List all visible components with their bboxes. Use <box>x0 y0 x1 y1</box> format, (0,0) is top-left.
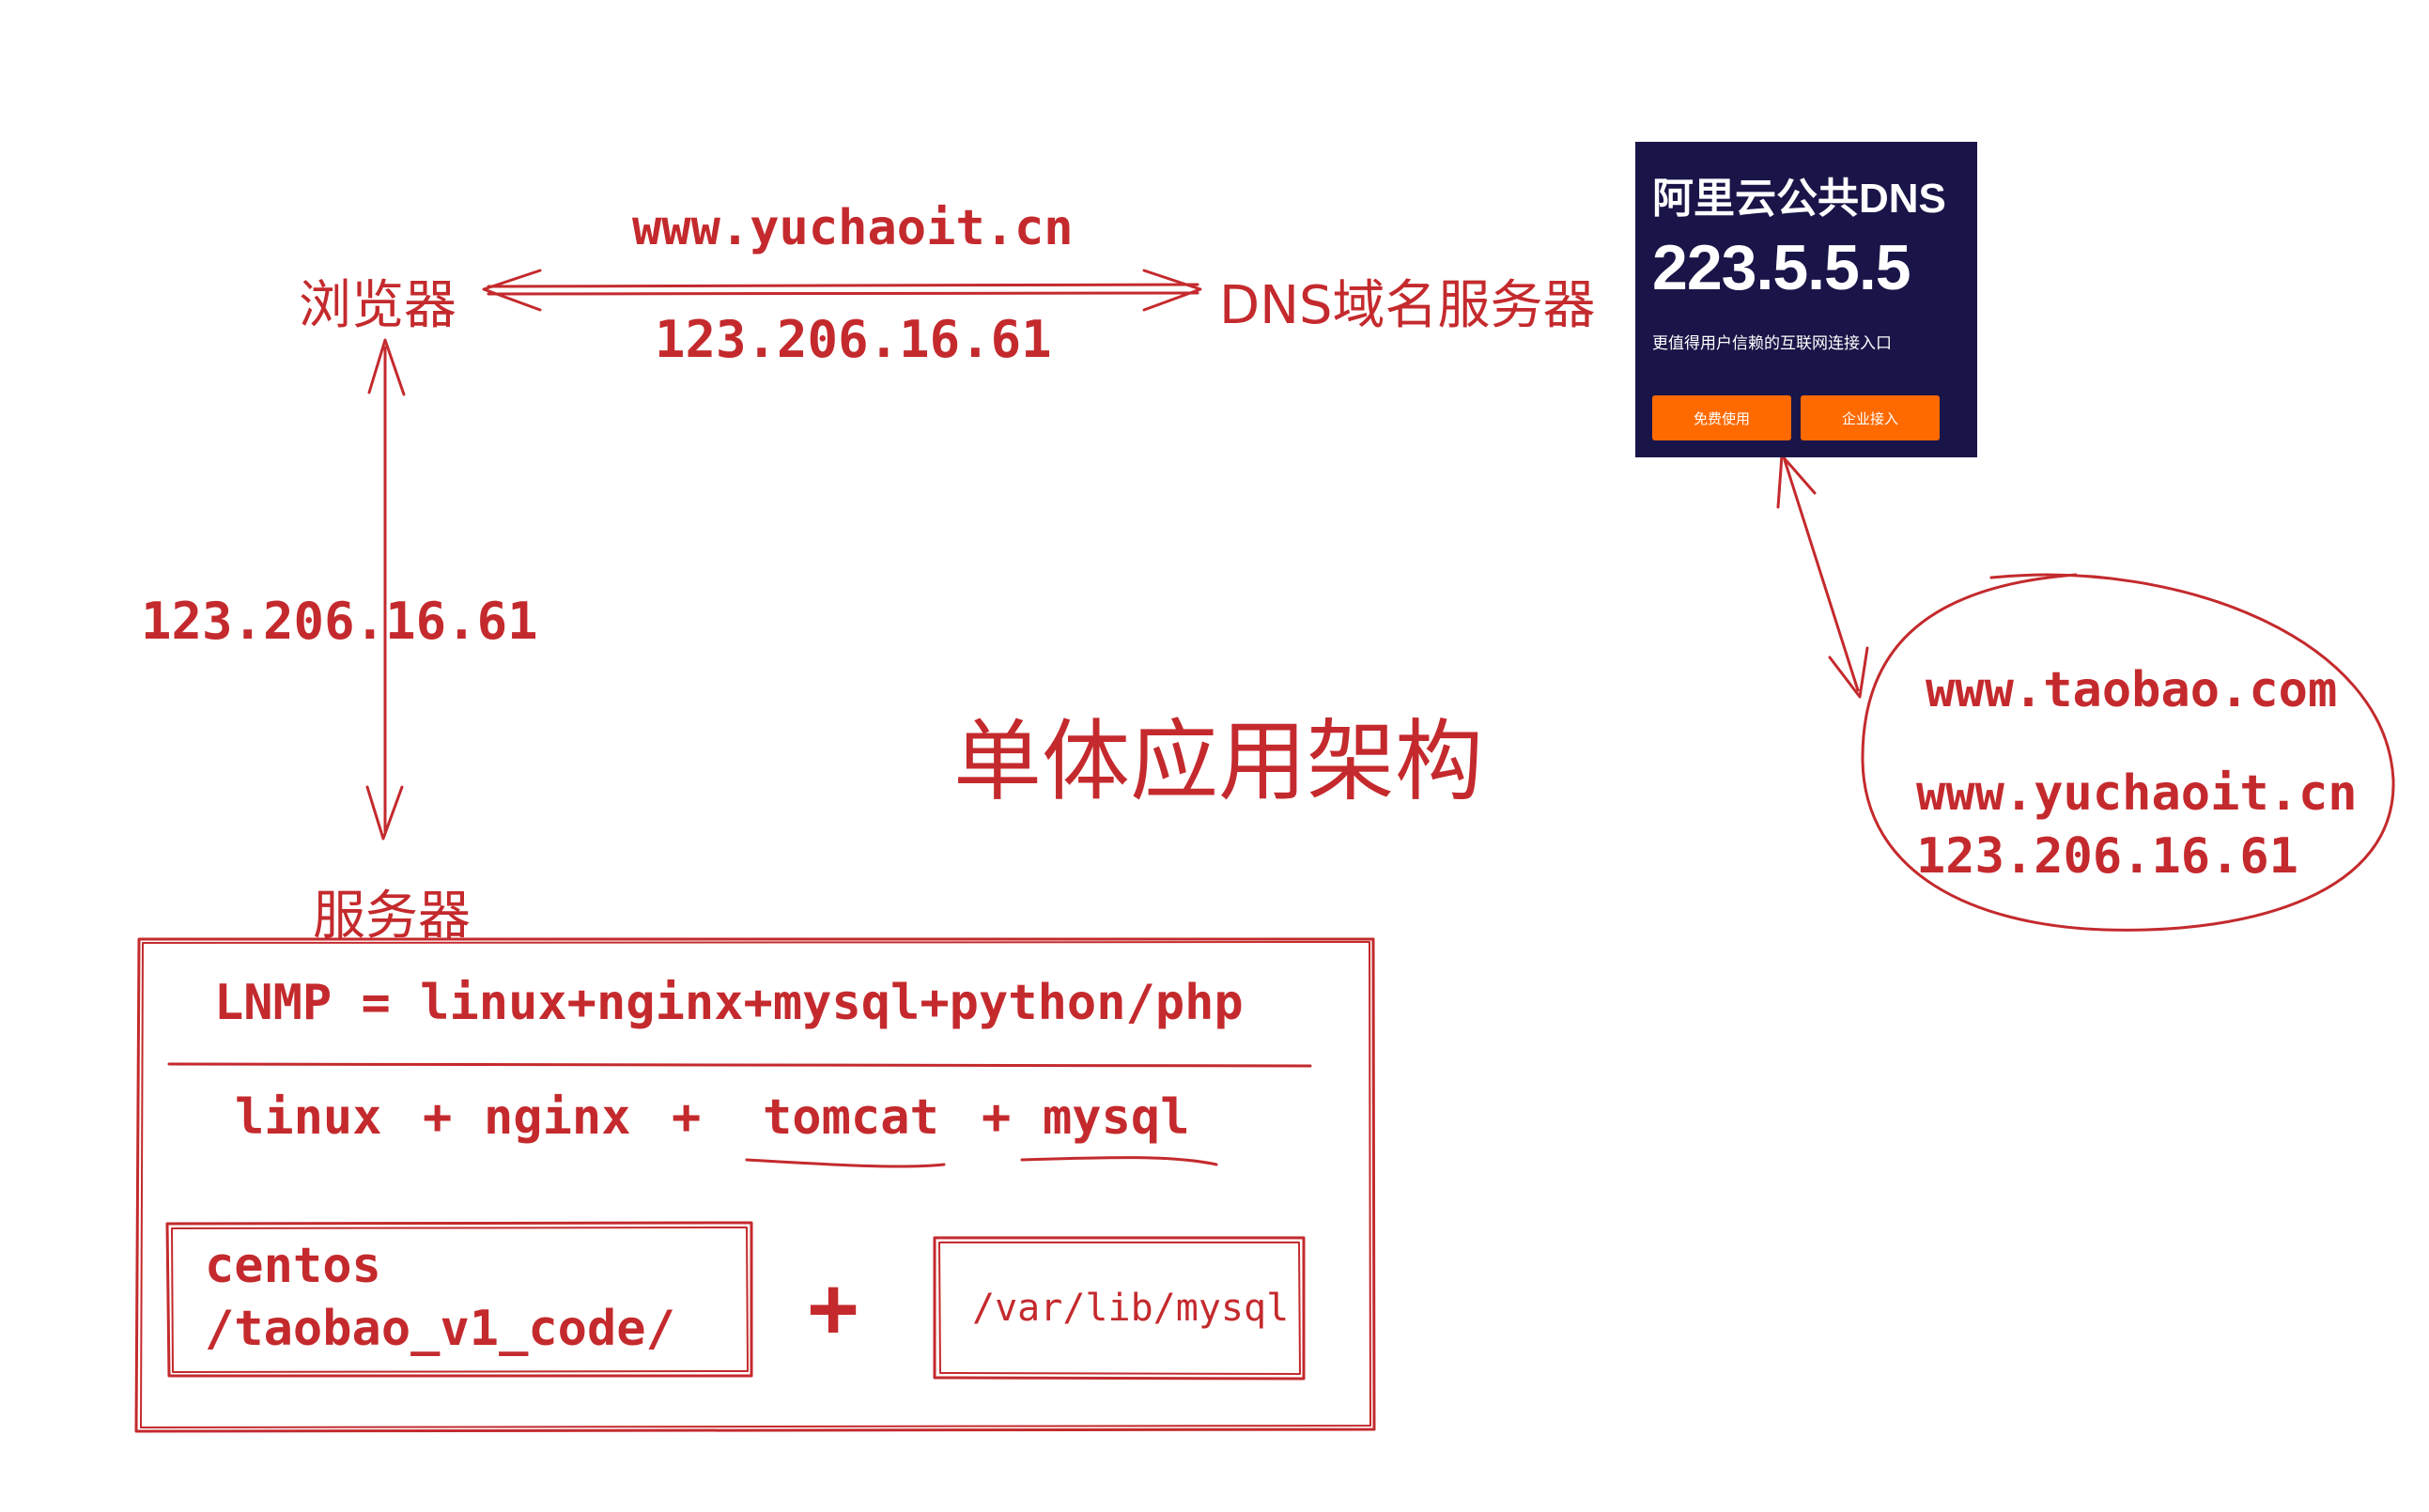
plus-big: + <box>808 1258 859 1357</box>
stack-tomcat: tomcat <box>763 1089 939 1146</box>
underline-tomcat <box>745 1158 946 1168</box>
ali-dns-title: 阿里云公共DNS <box>1652 176 1946 222</box>
underline-mysql <box>1020 1156 1218 1166</box>
browser-label: 浏览器 <box>299 275 456 336</box>
record-ip: 123.206.16.61 <box>1916 828 2298 885</box>
vertical-ip: 123.206.16.61 <box>141 592 538 651</box>
dns-server-label: DNS域名服务器 <box>1219 275 1596 336</box>
divider <box>167 1062 1312 1068</box>
server-label: 服务器 <box>313 886 471 947</box>
free-use-button[interactable]: 免费使用 <box>1652 395 1791 440</box>
stack-linux: linux <box>235 1089 382 1146</box>
record-yuchaoit: www.yuchaoit.cn <box>1916 765 2358 822</box>
request-domain: www.yuchaoit.cn <box>632 200 1074 256</box>
lnmp-formula: LNMP = linux+nginx+mysql+python/php <box>214 975 1244 1031</box>
data-box-outline <box>933 1236 1306 1381</box>
stack-mysql: mysql <box>1043 1089 1190 1146</box>
arrow-dns-records <box>1783 458 1860 692</box>
data-box-path: /var/lib/mysql <box>972 1287 1290 1330</box>
server-box-outline <box>134 937 1376 1433</box>
ali-dns-ip: 223.5.5.5 <box>1652 232 1911 303</box>
code-box-line1: centos <box>205 1238 381 1294</box>
enterprise-access-button[interactable]: 企业接入 <box>1801 395 1940 440</box>
code-box-outline <box>165 1221 753 1378</box>
stack-plus-2: + <box>672 1089 702 1146</box>
reply-ip: 123.206.16.61 <box>655 310 1052 369</box>
records-ellipse <box>1861 573 2395 932</box>
arrow-browser-dns <box>487 283 1199 288</box>
ali-dns-tagline: 更值得用户信赖的互联网连接入口 <box>1652 334 1892 352</box>
stack-plus-3: + <box>982 1089 1012 1146</box>
diagram-title: 单体应用架构 <box>953 711 1484 813</box>
stack-plus-1: + <box>423 1089 453 1146</box>
code-box-line2: /taobao_v1_code/ <box>205 1301 675 1357</box>
ali-dns-card: 阿里云公共DNS 223.5.5.5 更值得用户信赖的互联网连接入口 免费使用 … <box>1635 142 1977 457</box>
record-taobao: www.taobao.com <box>1926 662 2338 718</box>
stack-nginx: nginx <box>484 1089 631 1146</box>
